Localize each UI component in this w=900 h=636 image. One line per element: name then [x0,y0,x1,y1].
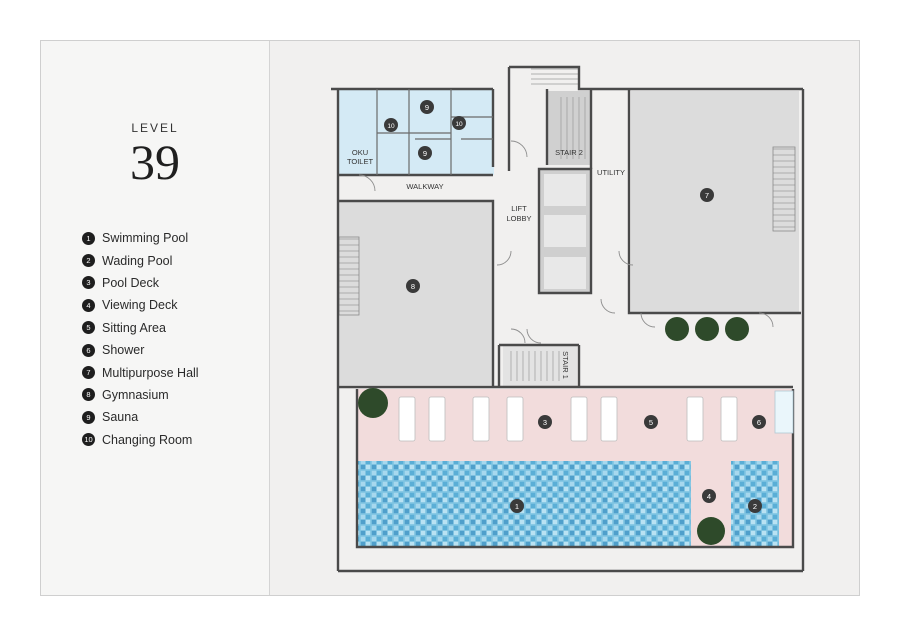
legend-item: 6 Shower [82,339,199,361]
legend-item: 10 Changing Room [82,429,199,451]
legend-number-badge: 9 [82,410,95,424]
lift-car [544,215,586,247]
legend-number-badge: 3 [82,276,95,290]
oku-label-2: TOILET [347,157,374,166]
stair-1-room [503,346,577,386]
legend-number-badge: 10 [82,433,95,447]
gymnasium-room [338,201,494,385]
level-label: LEVEL [131,121,179,135]
door-swings [358,140,774,344]
partition-walls [376,89,493,175]
lift-lobby-label-1: LIFT [511,204,527,213]
marker-9a: 9 [425,103,429,112]
legend-item: 1 Swimming Pool [82,227,199,249]
marker-2: 2 [753,502,757,511]
legend-label: Pool Deck [102,275,159,290]
marker-7: 7 [705,191,709,200]
legend-item: 3 Pool Deck [82,272,199,294]
legend-number-badge: 4 [82,298,95,312]
legend-item: 5 Sitting Area [82,317,199,339]
legend-label: Shower [102,343,145,358]
legend-label: Gymnasium [102,387,169,402]
walls [331,65,805,573]
legend-label: Swimming Pool [102,231,189,246]
legend-number-badge: 6 [82,343,95,357]
shower-stall [774,390,794,434]
legend-number-badge: 2 [82,254,95,268]
legend-number-badge: 1 [82,231,95,245]
lift-lobby-label-2: LOBBY [506,214,531,223]
legend-label: Viewing Deck [102,298,178,313]
oku-label-1: OKU [352,148,368,157]
stair-2-label: STAIR 2 [555,148,583,157]
legend-number-badge: 5 [82,321,95,335]
room-labels: OKU TOILET WALKWAY LIFT LOBBY UTILITY ST… [347,148,625,379]
legend-label: Wading Pool [102,253,173,268]
level-number: 39 [130,134,180,190]
legend-number-badge: 7 [82,366,95,380]
stair-2-room [547,91,591,165]
legend-panel: LEVEL 39 1 Swimming Pool 2 Wading Pool 3 Pool… [41,41,270,595]
marker-9b: 9 [423,149,427,158]
multipurpose-hall-room [631,91,799,313]
marker-5: 5 [649,418,653,427]
lift-car [544,174,586,206]
marker-1: 1 [515,502,519,511]
stair-1-label: STAIR 1 [561,351,570,379]
legend-item: 9 Sauna [82,406,199,428]
swimming-pool [357,461,691,547]
stair-east [772,146,796,232]
walkway-label: WALKWAY [406,182,443,191]
legend-item: 7 Multipurpose Hall [82,361,199,383]
legend-list: 1 Swimming Pool 2 Wading Pool 3 Pool Deck 4 Vie… [82,227,199,451]
area-markers: 1 2 3 4 5 6 7 8 9 9 10 10 [384,100,766,513]
sun-loungers [398,396,738,442]
marker-3: 3 [543,418,547,427]
utility-label: UTILITY [597,168,625,177]
legend-label: Sitting Area [102,320,166,335]
legend-label: Changing Room [102,432,193,447]
marker-6: 6 [757,418,761,427]
lift-car [544,257,586,289]
wet-area [338,89,494,175]
marker-10a: 10 [387,123,395,130]
stair-treads [339,68,795,381]
legend-item: 4 Viewing Deck [82,294,199,316]
legend-label: Sauna [102,410,139,425]
trees [358,317,749,545]
marker-8: 8 [411,282,415,291]
legend-label: Multipurpose Hall [102,365,199,380]
floor-plan: OKU TOILET WALKWAY LIFT LOBBY UTILITY ST… [331,65,805,573]
marker-10b: 10 [455,121,463,128]
legend-item: 8 Gymnasium [82,384,199,406]
marker-4: 4 [707,492,711,501]
legend-number-badge: 8 [82,388,95,402]
legend-item: 2 Wading Pool [82,249,199,271]
